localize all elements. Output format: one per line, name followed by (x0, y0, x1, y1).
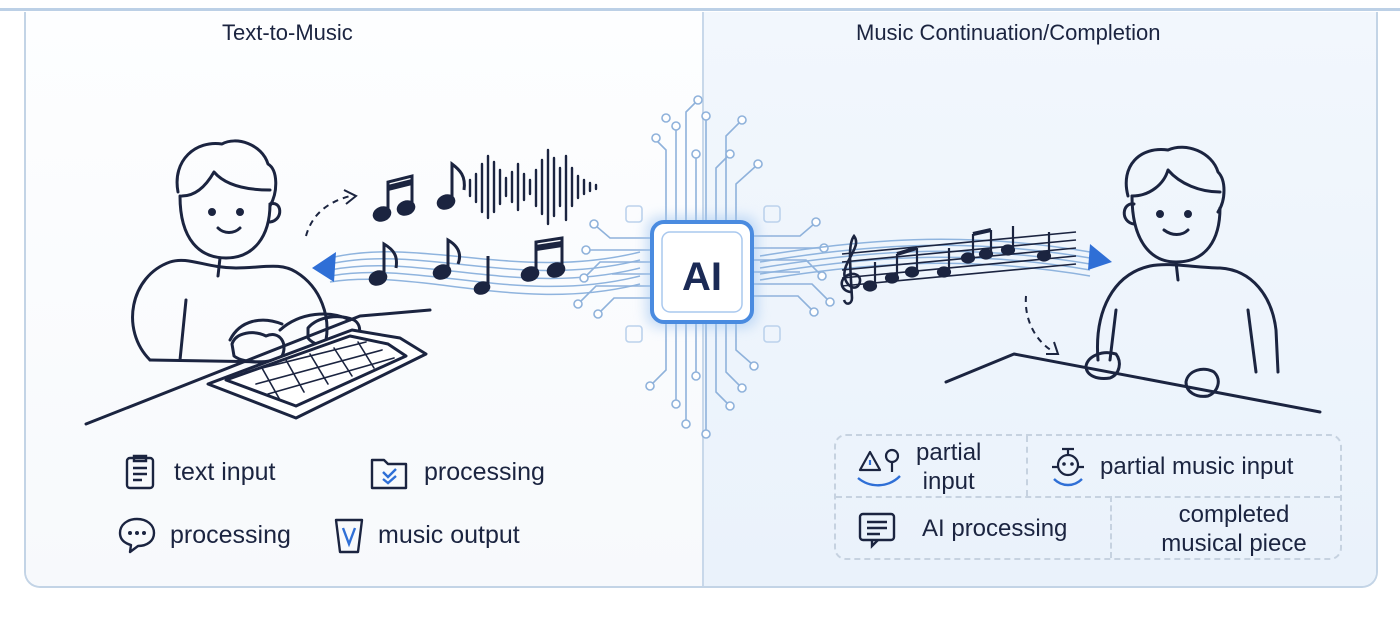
circuit-nodes (573, 95, 835, 439)
left-panel-title: Text-to-Music (222, 20, 353, 45)
shapes-icon (857, 448, 901, 487)
legend-ai-processing-label: AI processing (922, 515, 1068, 542)
music-staff (841, 231, 1077, 287)
cup-icon (334, 518, 364, 554)
legend-completed-line2: musical piece (1161, 530, 1307, 557)
sound-waveform (468, 148, 598, 226)
person-left-face (178, 194, 272, 260)
checklist-folder-icon (370, 458, 408, 490)
person-typing-illustration (84, 139, 432, 426)
legend-completed-line1: completed (1178, 501, 1290, 528)
left-arrow-head (312, 252, 336, 282)
eighth-note-icon (368, 241, 398, 286)
right-dashed-arrow (1024, 295, 1055, 353)
treble-clef-icon (840, 233, 862, 305)
person-listening-illustration (944, 145, 1322, 414)
legend-processing-1-label: processing (424, 457, 545, 486)
person-left-fringe (180, 170, 272, 198)
person-left-ear (268, 202, 282, 224)
music-notes-left (368, 160, 566, 295)
circuit-traces (579, 101, 829, 430)
eighth-note-icon (432, 237, 462, 280)
circuit-pads (625, 205, 781, 343)
legend-partial-input: partial input (852, 438, 981, 496)
legend-partial-input-line2: input (922, 468, 975, 495)
staff-notes (862, 226, 1052, 292)
ai-chip-label: AI (682, 255, 722, 299)
right-panel-title: Music Continuation/Completion (856, 20, 1161, 45)
top-rule (0, 8, 1400, 11)
legend-completed-piece: completed musical piece (1136, 500, 1332, 558)
legend-text-input-label: text input (174, 457, 276, 486)
music-continuation-panel (704, 12, 1376, 586)
right-arrow-head (1088, 244, 1112, 270)
clipboard-list-icon (125, 454, 155, 490)
legend-partial-music-input-label: partial music input (1100, 453, 1294, 480)
legend-ai-processing: AI processing (856, 500, 1067, 558)
legend-partial-input-line1: partial (916, 439, 982, 466)
right-legend-box: partial input partial music input AI pro… (834, 434, 1342, 560)
beamed-eighth-note-icon (372, 174, 416, 222)
quarter-note-icon (473, 256, 491, 295)
legend-music-output-label: music output (378, 520, 520, 549)
text-to-music-panel (26, 12, 702, 586)
person-left-hair (175, 139, 278, 208)
document-lines-icon (858, 512, 896, 549)
diagram-frame (24, 12, 1378, 588)
legend-text-input: text input (122, 452, 275, 492)
eighth-note-icon (436, 160, 466, 210)
legend-music-output: music output (332, 514, 520, 556)
left-dashed-arrow (305, 195, 351, 237)
legend-processing-2: processing (116, 514, 291, 556)
robot-icon (1052, 447, 1084, 487)
legend-partial-music-input: partial music input (1046, 438, 1293, 496)
legend-processing-2-label: processing (170, 520, 291, 549)
chat-bubble-icon (118, 517, 156, 554)
legend-processing-1: processing (368, 452, 545, 492)
beamed-eighth-note-icon (520, 236, 566, 282)
